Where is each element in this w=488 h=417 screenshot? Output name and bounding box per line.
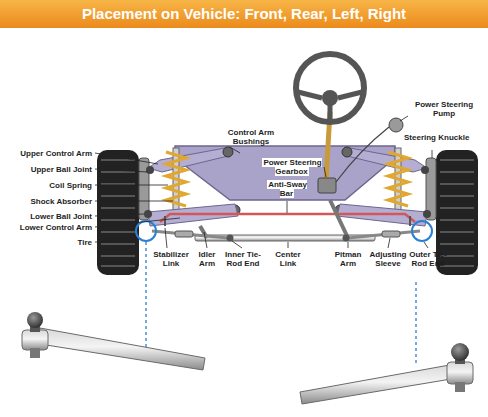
part-label-text: Lower Control Arm [20,223,92,232]
part-label-text: Outer Tie-Rod End [409,250,447,268]
part-label-text: Anti-Sway Bar [267,180,307,198]
steering-wheel [296,54,364,122]
highlight-circle [412,221,432,241]
part-label-text: Power Steering Pump [415,100,473,118]
tie-rod-end-housing [447,362,473,384]
coil-spring [166,152,186,206]
part-label-text: Steering Knuckle [404,133,469,142]
tie-rod-end-boot [30,348,40,358]
part-label-text: Idler Arm [199,250,216,268]
leader-line [95,185,168,186]
part-label: Stabilizer Link [150,250,192,268]
part-label-text: Pitman Arm [335,250,362,268]
part-label-text: Upper Ball Joint [31,165,92,174]
part-label-text: Stabilizer Link [153,250,189,268]
part-label: Pitman Arm [330,250,366,268]
tie-rod-end-shaft [300,364,457,404]
part-label-text: Shock Absorber [31,197,93,206]
part-label-text: Inner Tie-Rod End [225,250,261,268]
part-label: Upper Control Arm [2,149,92,158]
tire-tread [101,160,135,266]
part-label: Adjusting Sleeve [367,250,409,268]
part-label: Power Steering Gearbox [262,158,322,176]
part-label: Steering Knuckle [404,133,486,142]
ball-joint [421,166,429,174]
part-label-text: Control Arm Bushings [228,128,274,146]
part-label: Lower Ball Joint [2,212,92,221]
pointer-line [415,282,416,366]
leader-line [95,153,158,164]
tie-rod-end [343,235,350,242]
part-label-text: Power Steering Gearbox [262,158,321,176]
title-banner: Placement on Vehicle: Front, Rear, Left,… [0,0,488,28]
hydraulic-line [336,127,389,182]
bushing [342,147,352,157]
part-label: Power Steering Pump [408,100,480,118]
leader-line [95,201,173,202]
tie-rod-end-housing [22,330,48,350]
adjusting-sleeve [382,231,400,237]
part-label: Anti-Sway Bar [262,180,312,198]
part-label: Shock Absorber [2,197,92,206]
part-label-text: Tire [77,238,92,247]
part-label: Center Link [268,250,308,268]
leader-line [95,218,180,227]
left-tire [97,150,139,275]
part-label: Lower Control Arm [2,223,92,232]
part-label-text: Adjusting Sleeve [370,250,407,268]
steering-hub [322,90,338,106]
leader-line [287,201,288,213]
leader-line [424,242,428,248]
part-label: Control Arm Bushings [225,128,277,146]
leader-line [324,167,326,177]
tie-rod [152,231,420,238]
leader-line [400,116,408,121]
part-label: Inner Tie-Rod End [222,250,264,268]
part-label: Tire [2,238,92,247]
ball-joint [144,210,152,218]
tie-rod-end [227,235,234,242]
leader-line [230,147,240,153]
part-label: Upper Ball Joint [2,165,92,174]
leader-line [204,232,207,248]
leader-line [95,242,112,243]
tie-rod-end-ball [27,312,43,328]
leader-line [95,214,144,216]
ball-joint [423,210,431,218]
upper-control-arm [148,148,228,172]
tie-rod-end-ball [451,343,469,361]
pitman-arm [330,200,348,238]
upper-control-arm [347,148,427,172]
part-label-text: Center Link [275,250,300,268]
part-label: Idler Arm [193,250,221,268]
title-text: Placement on Vehicle: Front, Rear, Left,… [0,5,488,23]
part-label: Outer Tie-Rod End [408,250,448,268]
leader-line [288,242,289,248]
part-label-text: Lower Ball Joint [30,212,92,221]
leader-line [95,169,148,172]
ball-joint [146,166,154,174]
leader-line [348,242,349,248]
bushing [223,147,233,157]
anti-sway-bar [160,214,415,222]
coil-spring [388,152,408,206]
leader-line [165,228,167,248]
leader-line [388,238,390,248]
leader-line [232,241,242,248]
highlight-circle [136,221,156,241]
tie-rod-end-shaft [40,328,205,370]
tie-rod-end-boot [455,382,465,392]
pointer-line [145,242,146,350]
adjusting-sleeve [175,231,193,237]
part-label: Coil Spring [2,181,92,190]
part-label-text: Coil Spring [49,181,92,190]
part-label-text: Upper Control Arm [20,149,92,158]
steering-gearbox [318,178,336,193]
stabilizer-link [165,216,410,226]
leader-line [432,150,433,158]
